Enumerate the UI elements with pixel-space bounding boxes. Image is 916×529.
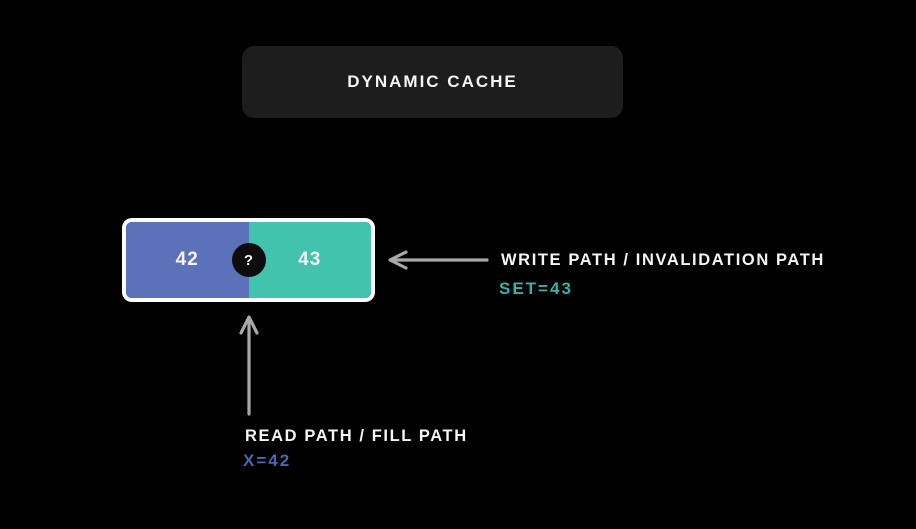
cache-old-value: 42 [126,222,249,298]
title-box: DYNAMIC CACHE [242,46,623,118]
write-path-label: WRITE PATH / INVALIDATION PATH [501,251,825,269]
write-path-detail: SET=43 [499,279,573,298]
read-path-detail: X=42 [243,451,292,470]
read-path-label: READ PATH / FILL PATH [245,427,468,445]
arrow-up-icon [239,315,259,416]
page-title: DYNAMIC CACHE [347,72,518,91]
cache-new-value: 43 [248,222,371,298]
question-badge: ? [231,243,266,277]
cache-cell: 42 43 ? [122,218,375,302]
arrow-left-icon [388,250,489,270]
